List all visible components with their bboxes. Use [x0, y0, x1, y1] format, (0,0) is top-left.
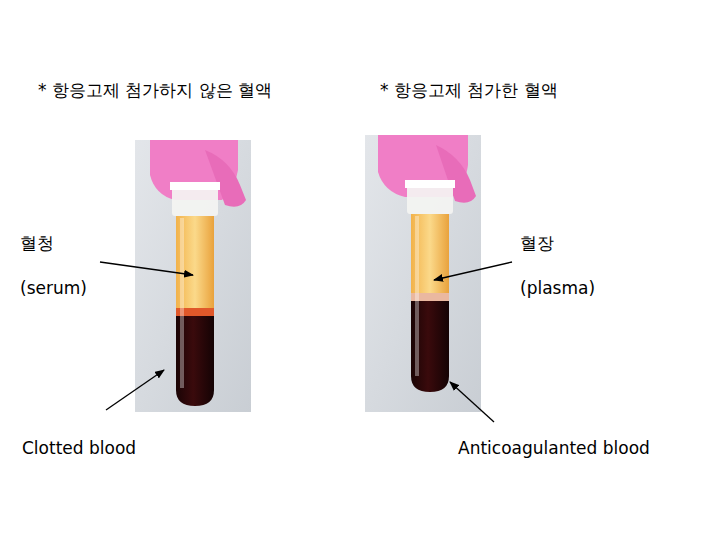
sample-label: Anticoagulanted blood: [458, 438, 650, 458]
part-name: (serum): [20, 278, 87, 298]
tube-heading: * 항응고제 첨가하지 않은 혈액: [38, 80, 272, 100]
leader-arrow: [434, 262, 512, 280]
tube-heading: * 항응고제 첨가한 혈액: [380, 80, 558, 100]
part-name: 혈청: [20, 233, 54, 253]
leader-arrow: [106, 370, 164, 410]
part-name: (plasma): [520, 278, 595, 298]
leader-arrow: [450, 382, 494, 422]
part-name: 혈장: [520, 233, 554, 253]
sample-label: Clotted blood: [22, 438, 136, 458]
clotted-tube-photo: [135, 140, 251, 412]
leader-arrow: [100, 262, 193, 275]
